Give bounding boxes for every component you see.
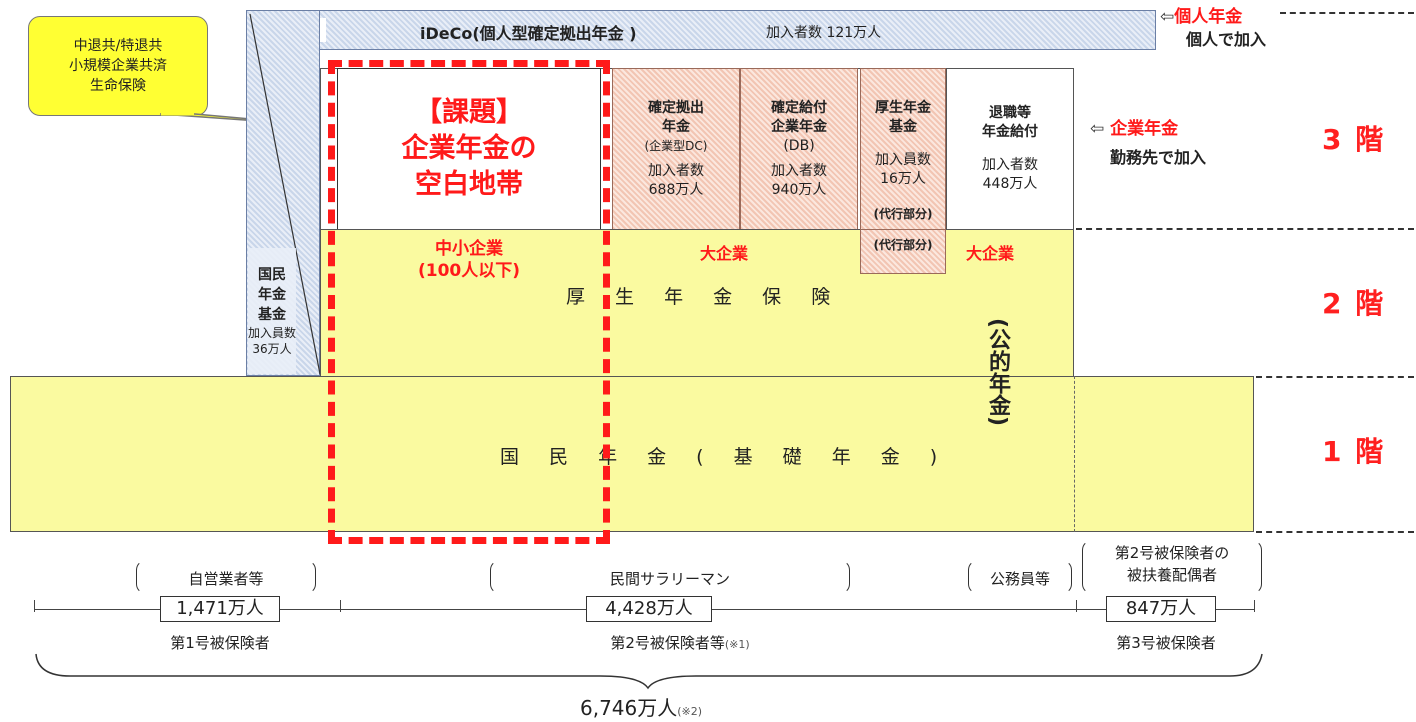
kousei-nenkin-band [320, 229, 1074, 377]
tick-1 [34, 600, 35, 612]
kousei-nenkin-label: 厚 生 年 金 保 険 [566, 286, 843, 308]
civil-divider [1074, 376, 1075, 532]
ideco-title: iDeCo(個人型確定拠出年金 ) [420, 24, 637, 43]
issue-box: 【課題】 企業年金の 空白地帯 [337, 68, 601, 230]
callout-line-3: 生命保険 [90, 78, 146, 94]
bracket-cat3 [1082, 540, 1262, 594]
floor-3: 3 階 [1322, 123, 1386, 156]
personal-sub: 個人で加入 [1186, 30, 1267, 49]
class3-label: 第3号被保険者 [1116, 634, 1216, 652]
issue-tag: 【課題】 [415, 97, 523, 128]
corporate-pension-label: ⇦ 企業年金 [1090, 119, 1179, 139]
large-company-label-2: 大企業 [966, 244, 1015, 263]
civil-label: 公務員等 [989, 570, 1050, 588]
kiso-nenkin-band [10, 376, 1254, 532]
proxy-label: (代行部分) [873, 238, 933, 252]
dc-box: 確定拠出 年金 (企業型DC) 加入者数 688万人 [612, 68, 740, 230]
count1: 1,471万人 [160, 596, 280, 622]
ideco-members: 加入者数 121万人 [766, 25, 882, 41]
total-brace [35, 653, 1263, 690]
personal-pension-label: ⇦個人年金 [1160, 7, 1243, 27]
callout-box: 中退共/特退共 小規模企業共済 生命保険 [28, 16, 208, 116]
total-count: 6,746万人(※2) [580, 696, 703, 720]
callout-line-1: 中退共/特退共 [73, 38, 163, 54]
cat3-label: 第2号被保険者の被扶養配偶者 [1114, 544, 1230, 584]
proxy-part [860, 229, 946, 274]
tick-2 [340, 600, 341, 612]
class1-label: 第1号被保険者 [170, 634, 270, 652]
cat2-label: 民間サラリーマン [609, 570, 730, 588]
personal-arrow: ⇦ [1160, 7, 1175, 27]
divider-top [1280, 12, 1414, 14]
count3: 847万人 [1106, 596, 1216, 622]
cat1-label: 自営業者等 [188, 570, 264, 588]
sme-label: 中小企業 (100人以下) [417, 239, 521, 281]
issue-line-1: 企業年金の [401, 133, 537, 164]
large-company-label-1: 大企業 [700, 244, 749, 263]
db-box: 確定給付 企業年金 (DB) 加入者数 940万人 [740, 68, 858, 230]
taishoku-box: 退職等 年金給付 加入者数 448万人 [946, 68, 1074, 230]
tick-4 [1254, 600, 1255, 612]
divider-2-1 [1256, 376, 1414, 378]
ideco-band [246, 10, 1156, 50]
gap-highlight-frame [328, 60, 610, 544]
bracket-civil [968, 560, 1072, 594]
class2-label: 第2号被保険者等(※1) [610, 634, 750, 652]
tick-3 [1076, 600, 1077, 612]
issue-line-2: 空白地帯 [415, 169, 523, 200]
bracket-cat1 [136, 560, 316, 594]
floor-2: 2 階 [1322, 287, 1386, 320]
diagonal-line [249, 13, 321, 375]
corporate-sub: 勤務先で加入 [1110, 148, 1207, 167]
count2: 4,428万人 [586, 596, 712, 622]
divider-3-2 [1076, 228, 1414, 230]
kokumin-kikin-label: 国民 年金 基金 加入員数 36万人 [248, 248, 296, 374]
bracket-cat2 [490, 560, 850, 594]
callout-line-2: 小規模企業共済 [69, 58, 167, 74]
divider-bottom [1256, 531, 1414, 533]
public-pension-label: (公的年金) [985, 318, 1010, 427]
floor-1: 1 階 [1322, 435, 1386, 468]
